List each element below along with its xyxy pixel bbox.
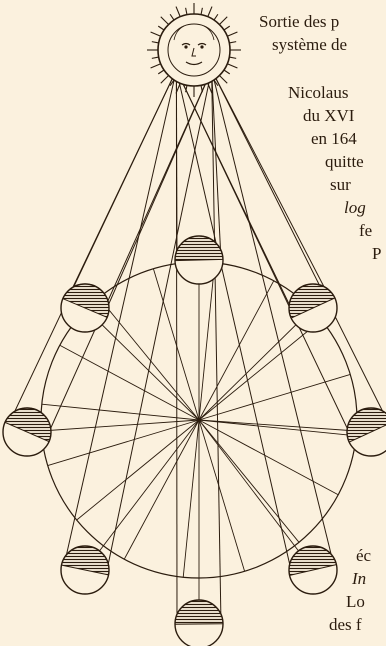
moon-icon: [61, 546, 109, 594]
text-line-8: log: [344, 198, 366, 218]
text-line-5: en 164: [311, 129, 357, 149]
moon-icon: [289, 546, 337, 594]
text-line-14: des f: [329, 615, 362, 635]
text-line-2: système de: [272, 35, 347, 55]
text-line-7: sur: [330, 175, 351, 195]
text-line-10: P: [372, 244, 381, 264]
text-line-9: fe: [359, 221, 372, 241]
text-line-12: In: [352, 569, 366, 589]
text-line-4: du XVI: [303, 106, 354, 126]
moon-icon: [175, 600, 223, 646]
text-line-1: Sortie des p: [259, 12, 339, 32]
moon-icon: [61, 284, 109, 332]
moon-icon: [347, 408, 386, 456]
text-line-6: quitte: [325, 152, 364, 172]
sun-face-icon: [147, 3, 241, 97]
moon-icon: [3, 408, 51, 456]
text-line-3: Nicolaus: [288, 83, 348, 103]
earth-center: [197, 418, 201, 422]
moon-icon: [175, 236, 223, 284]
moon-icon: [289, 284, 337, 332]
text-line-13: Lo: [346, 592, 365, 612]
text-line-11: éc: [356, 546, 371, 566]
moon-phases: [3, 236, 386, 646]
